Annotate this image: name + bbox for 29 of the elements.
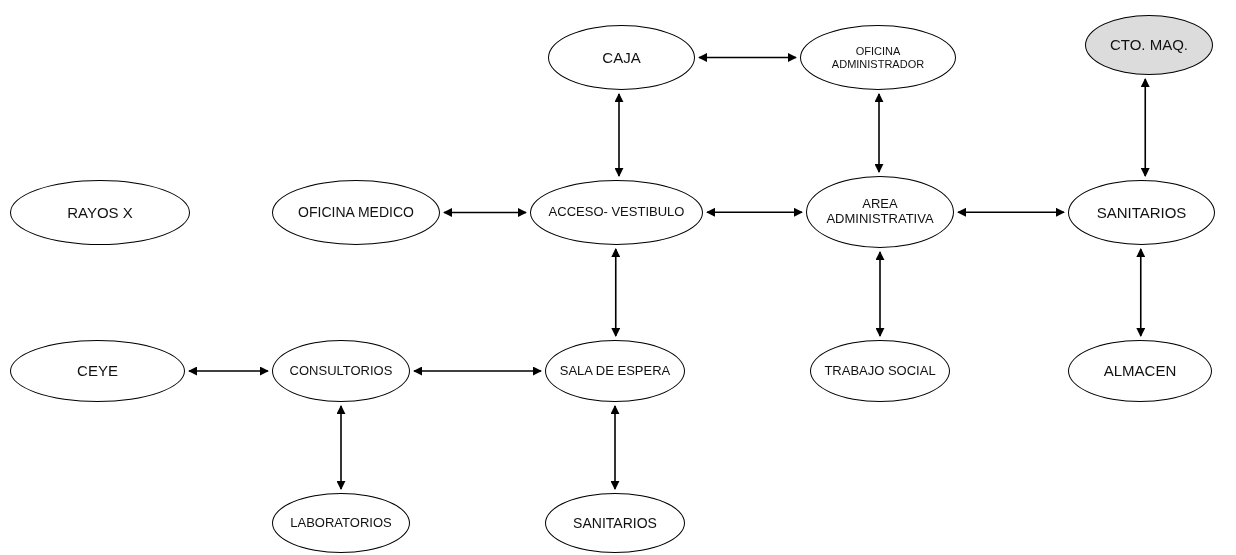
double-arrow xyxy=(957,207,1065,217)
room-label: OFICINA MEDICO xyxy=(298,204,414,221)
double-arrow xyxy=(614,93,624,177)
room-label: LABORATORIOS xyxy=(290,515,392,531)
double-arrow xyxy=(413,366,542,376)
double-arrow xyxy=(706,207,803,217)
double-arrow xyxy=(610,405,620,490)
room-label: SANITARIOS xyxy=(573,514,657,532)
room-label: SALA DE ESPERA xyxy=(559,363,671,379)
room-label: TRABAJO SOCIAL xyxy=(824,363,936,379)
room-label: CONSULTORIOS xyxy=(289,363,393,379)
double-arrow xyxy=(1140,78,1150,177)
room-label: CTO. MAQ. xyxy=(1109,36,1189,54)
room-label: CEYE xyxy=(77,362,118,380)
double-arrow xyxy=(874,93,884,173)
room-label: SANITARIOS xyxy=(1096,203,1187,222)
room-label: ACCESO- VESTIBULO xyxy=(548,205,685,220)
room-label: RAYOS X xyxy=(67,203,133,222)
double-arrow xyxy=(611,248,621,337)
room-label: CAJA xyxy=(602,48,641,67)
room-label: OFICINA ADMINISTRADOR xyxy=(830,44,926,71)
double-arrow xyxy=(1136,248,1146,337)
double-arrow xyxy=(443,208,527,217)
double-arrow xyxy=(875,251,885,337)
room-label: ALMACEN xyxy=(1103,362,1177,380)
double-arrow xyxy=(336,405,346,490)
double-arrow xyxy=(188,366,269,376)
double-arrow xyxy=(698,53,797,62)
room-label: AREA ADMINISTRATIVA xyxy=(825,197,935,227)
